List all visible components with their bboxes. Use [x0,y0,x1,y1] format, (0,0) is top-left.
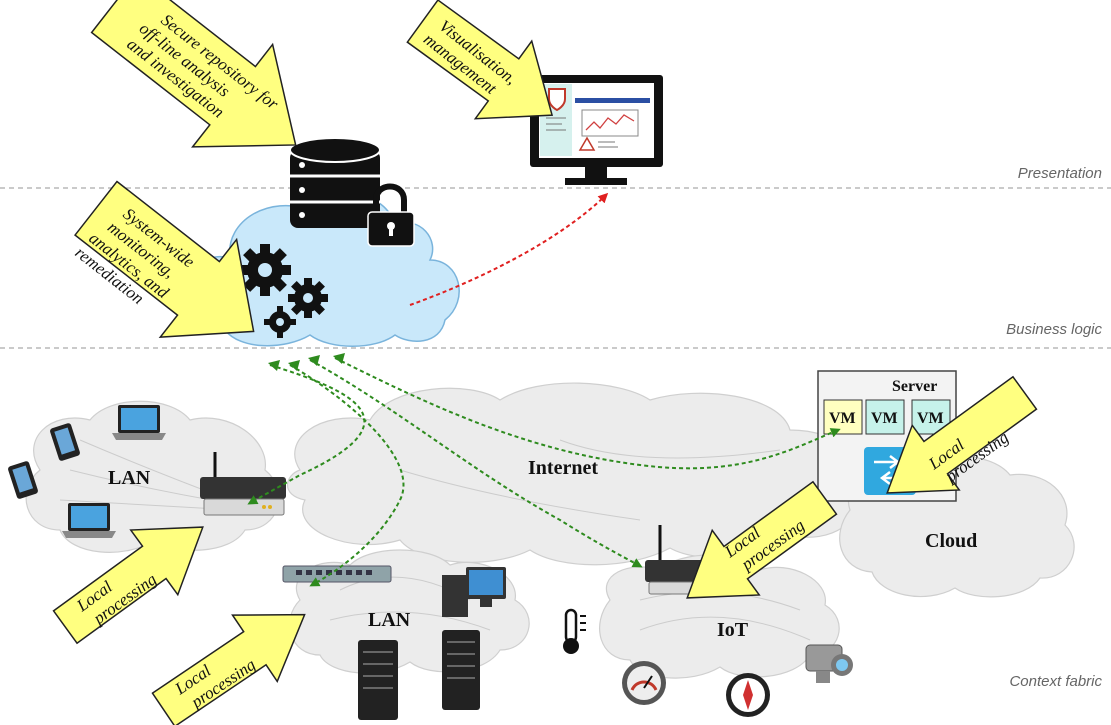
lan-left-label: LAN [108,467,151,489]
lock-icon [367,183,415,247]
callout-local-lan-bottom [151,613,306,725]
laptop-icon-2 [62,503,116,538]
callout-local-server [886,375,1038,494]
callout-local-iot [686,480,838,599]
callout-visualisation [406,0,554,120]
gears-icon [239,244,328,338]
callout-repository [90,0,297,148]
cloud-label: Cloud [925,530,977,552]
gauge-icon [622,661,666,705]
green-link-arrowheads-start [268,353,345,371]
internet-label: Internet [528,457,598,479]
green-links [247,357,841,587]
router-icon [200,452,286,516]
layer-label-presentation: Presentation [1018,165,1102,182]
thermometer-icon [563,608,586,654]
smartphone-icon [50,423,80,461]
desktop-pc-icon [442,567,506,617]
callout-monitoring [74,180,255,339]
server-rack-icon [358,640,398,720]
layer-label-context-fabric: Context fabric [1009,673,1102,690]
iot-label: IoT [717,619,749,641]
database-icon [289,137,381,228]
vm-label-3: VM [917,410,944,427]
monitor-icon [530,75,663,185]
smartphone-icon-2 [8,461,38,499]
lan-bottom-label: LAN [368,609,411,631]
callout-local-lan-left [52,526,204,645]
server-label: Server [892,378,937,395]
laptop-icon [112,405,166,440]
server-rack-icon-2 [442,630,480,710]
red-link [409,192,609,306]
switch-icon [282,565,392,583]
vm-label-2: VM [871,410,898,427]
layer-label-business-logic: Business logic [1006,321,1102,338]
camera-icon [805,644,853,683]
mesh-lines [59,439,811,641]
compass-icon [726,673,770,717]
vm-label-1: VM [829,410,856,427]
